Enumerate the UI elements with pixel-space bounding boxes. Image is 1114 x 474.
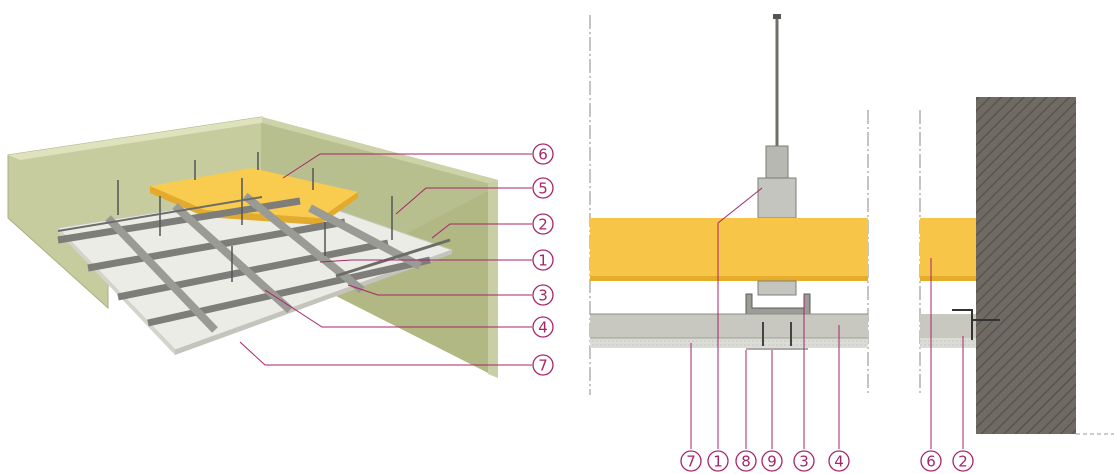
wall-finish [920, 338, 976, 348]
finish-layer [590, 338, 868, 348]
callout-number: 9 [767, 453, 777, 471]
wall-callout: 6 [920, 450, 942, 472]
back-wall-top [262, 117, 498, 186]
wall-detail [919, 97, 1114, 435]
iso-callout: 2 [532, 213, 554, 235]
callout-circle [735, 450, 757, 472]
hanger-clip [757, 177, 797, 219]
gypsum-board-left [58, 228, 175, 355]
callout-circle [707, 450, 729, 472]
callout-circle [532, 213, 554, 235]
hanger-lower [757, 280, 797, 296]
callout-circle [532, 143, 554, 165]
section-callout: 4 [828, 450, 850, 472]
callout-number: 1 [538, 252, 548, 270]
callout-number: 1 [713, 453, 723, 471]
wall-angle-section [952, 309, 973, 340]
iso-callout: 5 [532, 177, 554, 199]
insulation-layer [590, 218, 868, 276]
right-wall [336, 186, 498, 378]
callout-number: 7 [686, 453, 696, 471]
callout-number: 3 [538, 287, 548, 305]
masonry-wall [976, 97, 1076, 434]
gypsum-board-edge [175, 250, 452, 355]
callout-number: 4 [834, 453, 844, 471]
callout-number: 8 [741, 453, 751, 471]
section-callout: 7 [680, 450, 702, 472]
callout-number: 3 [799, 453, 809, 471]
iso-callout: 7 [532, 354, 554, 376]
wall-angle-profile [335, 238, 451, 278]
right-wall-edge [488, 180, 498, 378]
section-callout: 3 [793, 450, 815, 472]
callout-circle [532, 177, 554, 199]
callout-number: 6 [538, 146, 548, 164]
callout-circle [828, 450, 850, 472]
screws [762, 322, 792, 346]
callout-number: 4 [538, 319, 548, 337]
callout-circle [532, 249, 554, 271]
left-wall-top [8, 117, 274, 160]
callout-number: 2 [538, 216, 548, 234]
section-callout: 8 [735, 450, 757, 472]
iso-callout: 4 [532, 316, 554, 338]
primary-profile-section [745, 293, 811, 315]
callout-circle [532, 284, 554, 306]
callout-circle [680, 450, 702, 472]
wall-board [920, 314, 976, 338]
gypsum-board-section [590, 314, 868, 338]
insulation-layer-bottom [590, 276, 868, 281]
callout-circle [532, 354, 554, 376]
section-callout: 1 [707, 450, 729, 472]
callout-circle [920, 450, 942, 472]
iso-callout: 1 [532, 249, 554, 271]
section-leader-lines [690, 187, 964, 449]
isometric-view [7, 116, 498, 378]
wall-insulation-bottom [920, 276, 976, 281]
section-callout: 9 [761, 450, 783, 472]
callout-circle [532, 316, 554, 338]
callout-number: 6 [926, 453, 936, 471]
callout-number: 2 [958, 453, 968, 471]
iso-callout: 3 [532, 284, 554, 306]
callout-circle [761, 450, 783, 472]
wall-insulation [920, 218, 976, 276]
hangers [117, 152, 393, 282]
callout-number: 7 [538, 357, 548, 375]
rod-nut [773, 14, 781, 19]
insulation-pad-top [150, 168, 358, 218]
wall-angle-profile [57, 196, 263, 232]
iso-callout: 6 [532, 143, 554, 165]
wall-callout: 2 [952, 450, 974, 472]
callout-circle [793, 450, 815, 472]
iso-leader-lines [239, 153, 532, 366]
section-view [589, 14, 869, 395]
callout-number: 5 [538, 180, 548, 198]
callout-circle [952, 450, 974, 472]
